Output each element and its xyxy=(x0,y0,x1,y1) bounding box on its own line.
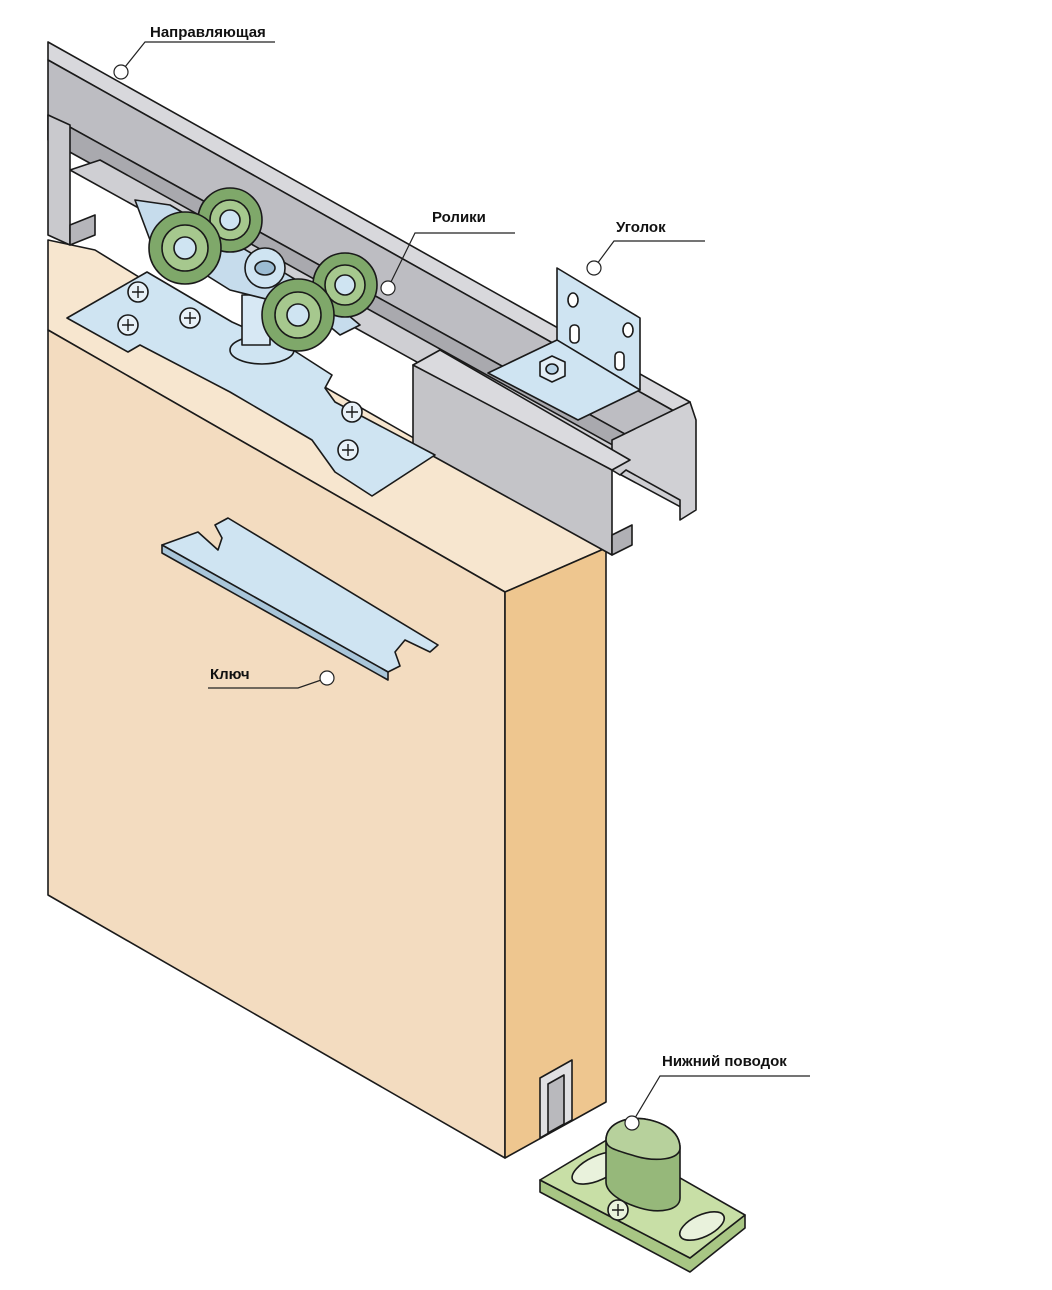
label-bottom-guide: Нижний поводок xyxy=(662,1053,787,1070)
plate-screws xyxy=(117,281,363,461)
wrench-key-body xyxy=(161,517,439,673)
bottom-guide xyxy=(539,1117,746,1273)
callout-dot xyxy=(586,260,602,276)
bracket-hole-2 xyxy=(622,322,634,338)
callout-bracket: Уголок xyxy=(586,219,705,276)
rail-left-end-lip xyxy=(69,214,96,246)
rail-front-cover-top xyxy=(412,349,631,471)
wrench-key xyxy=(161,517,439,681)
bottom-guide-slot-2 xyxy=(678,1210,726,1242)
roller xyxy=(148,211,222,285)
door-side-edge xyxy=(504,547,607,1159)
bottom-groove-inner xyxy=(547,1074,565,1134)
rail-left-end-face xyxy=(47,114,71,246)
label-rail: Направляющая xyxy=(150,24,266,41)
carriage-pivot-hole xyxy=(254,260,276,276)
rollers-group xyxy=(148,187,378,352)
callout-dot xyxy=(319,670,335,686)
callout-dot xyxy=(380,280,396,296)
wrench-key-edge xyxy=(161,544,389,681)
roller xyxy=(261,278,335,352)
bracket-slot-2 xyxy=(614,351,625,371)
label-rollers: Ролики xyxy=(432,209,486,226)
bracket-slot-1 xyxy=(569,324,580,344)
bracket-horizontal-plate xyxy=(487,339,641,421)
rail-front-cover-lip xyxy=(611,524,633,556)
label-bracket: Уголок xyxy=(616,219,666,236)
bracket-nut-hole xyxy=(545,363,559,375)
callout-rail: Направляющая xyxy=(113,24,275,80)
bracket-angle xyxy=(487,267,641,421)
bracket-hole-1 xyxy=(567,292,579,308)
callout-dot xyxy=(113,64,129,80)
callout-key: Ключ xyxy=(208,666,335,689)
callout-dot xyxy=(624,1115,640,1131)
callout-rollers: Ролики xyxy=(380,209,515,296)
label-key: Ключ xyxy=(210,666,250,683)
callout-bottom-guide: Нижний поводок xyxy=(624,1053,810,1131)
rail-right-profile xyxy=(611,401,697,521)
